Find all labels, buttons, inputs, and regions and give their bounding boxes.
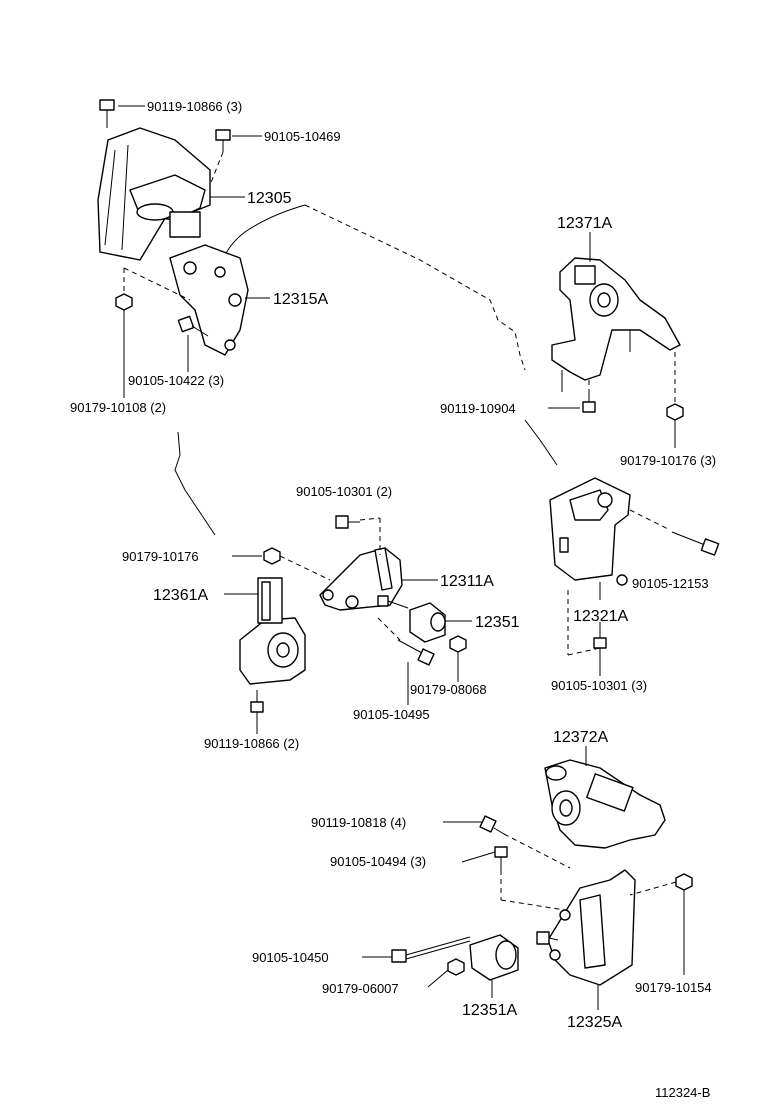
nut-icon — [666, 403, 684, 421]
bolt-icon — [99, 99, 115, 128]
label-12305: 12305 — [247, 190, 292, 207]
bolt-icon — [391, 936, 471, 963]
leader-lines — [118, 105, 685, 1010]
label-90105-10422-3: 90105-10422 (3) — [128, 373, 224, 388]
label-90179-10176-3: 90179-10176 (3) — [620, 453, 716, 468]
label-12372A: 12372A — [553, 729, 608, 746]
label-90179-06007: 90179-06007 — [322, 981, 399, 996]
label-90179-08068: 90179-08068 — [410, 682, 487, 697]
label-12351A: 12351A — [462, 1002, 517, 1019]
assembly-break-line — [221, 204, 306, 263]
bolt-icon — [536, 931, 559, 945]
bracket-12321A — [549, 477, 631, 586]
bolt-icon — [250, 690, 264, 713]
label-90119-10866-2: 90119-10866 (2) — [204, 736, 299, 751]
assembly-break-line — [524, 419, 558, 466]
label-90179-10176: 90179-10176 — [122, 549, 199, 564]
bolt-icon — [215, 129, 231, 152]
engine-mount-12305 — [97, 127, 211, 261]
label-90105-10301-2: 90105-10301 (2) — [296, 484, 392, 499]
label-90105-12153: 90105-12153 — [632, 576, 709, 591]
nut-icon — [447, 958, 465, 976]
engine-mount-12371A — [551, 257, 681, 392]
label-90105-10494-3: 90105-10494 (3) — [330, 854, 426, 869]
label-90119-10818-4: 90119-10818 (4) — [311, 815, 406, 830]
label-90179-10108-2: 90179-10108 (2) — [70, 400, 166, 415]
label-90119-10904: 90119-10904 — [440, 401, 516, 416]
assembly-break-line — [174, 431, 216, 536]
label-90119-10866-3: 90119-10866 (3) — [147, 99, 242, 114]
label-12361A: 12361A — [153, 587, 208, 604]
label-12315A: 12315A — [273, 291, 328, 308]
label-12325A: 12325A — [567, 1014, 622, 1031]
bolt-icon — [582, 392, 596, 413]
bolt-icon — [479, 815, 505, 835]
label-90105-10495: 90105-10495 — [353, 707, 430, 722]
bolt-icon — [494, 846, 508, 870]
label-90179-10154: 90179-10154 — [635, 980, 712, 995]
bracket-12325A — [547, 869, 636, 986]
engine-mount-12372A — [544, 759, 666, 849]
label-12371A: 12371A — [557, 215, 612, 232]
figure-code: 112324-B — [655, 1085, 710, 1100]
label-12351: 12351 — [475, 614, 520, 631]
label-90105-10450: 90105-10450 — [252, 950, 329, 965]
bolt-icon — [335, 515, 360, 529]
nut-icon — [449, 635, 467, 653]
nut-icon — [115, 293, 133, 311]
bushing-12351 — [409, 602, 446, 643]
label-90105-10469: 90105-10469 — [264, 129, 341, 144]
nut-icon — [675, 873, 693, 891]
bracket-12315A — [169, 244, 249, 356]
label-12321A: 12321A — [573, 608, 628, 625]
bolt-icon — [377, 595, 409, 609]
bolt-icon — [397, 639, 435, 666]
engine-mount-12361A — [239, 577, 306, 685]
bracket-12311A — [319, 547, 403, 611]
bushing-12351A — [469, 934, 519, 981]
nut-icon — [263, 547, 281, 565]
bolt-icon — [177, 315, 209, 337]
assembly-break-line — [304, 204, 526, 371]
label-90105-10301-3: 90105-10301 (3) — [551, 678, 647, 693]
bolt-icon — [671, 531, 720, 556]
label-12311A: 12311A — [440, 573, 494, 590]
bolt-icon — [593, 622, 607, 649]
